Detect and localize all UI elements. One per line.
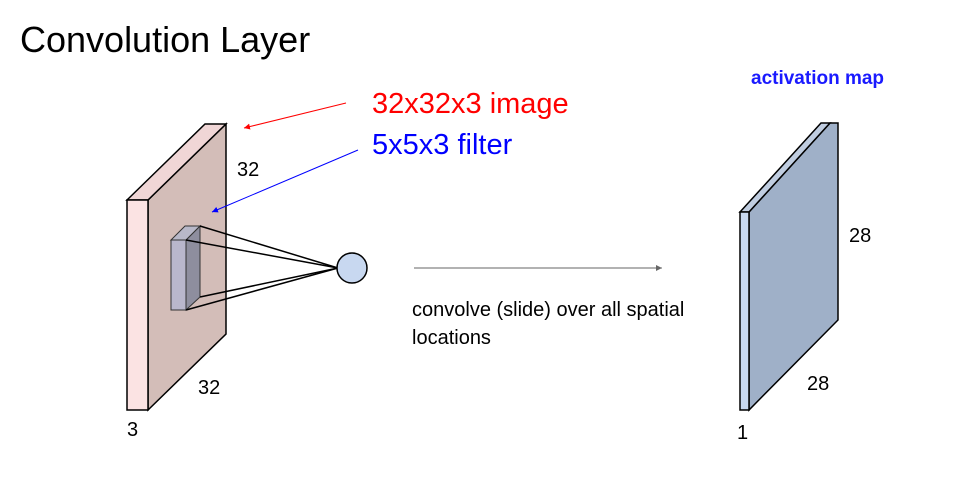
- filter-pointer-arrow: [211, 149, 359, 213]
- image-label: 32x32x3 image: [372, 88, 569, 120]
- activation-map-label: activation map: [751, 68, 885, 89]
- output-width-label: 28: [807, 373, 830, 395]
- input-width-label: 32: [198, 377, 221, 399]
- image-pointer-arrow: [243, 102, 347, 130]
- neuron-circle: [336, 252, 368, 284]
- input-depth-label: 3: [127, 419, 139, 441]
- output-height-label: 28: [849, 225, 872, 247]
- activation-map-front-face: [739, 211, 750, 411]
- output-depth-label: 1: [737, 422, 749, 444]
- convolve-caption: convolve (slide) over all spatial locati…: [412, 299, 685, 349]
- activation-map-volume: [738, 122, 839, 412]
- filter-label: 5x5x3 filter: [372, 129, 513, 161]
- input-volume-front-face: [126, 199, 149, 411]
- activation-map-side-face: [748, 122, 839, 412]
- filter-front-face: [170, 239, 187, 311]
- slide-title: Convolution Layer: [20, 19, 311, 60]
- filter-to-neuron-lines: [185, 225, 339, 311]
- input-height-label: 32: [237, 159, 260, 181]
- filter-volume: [169, 224, 202, 312]
